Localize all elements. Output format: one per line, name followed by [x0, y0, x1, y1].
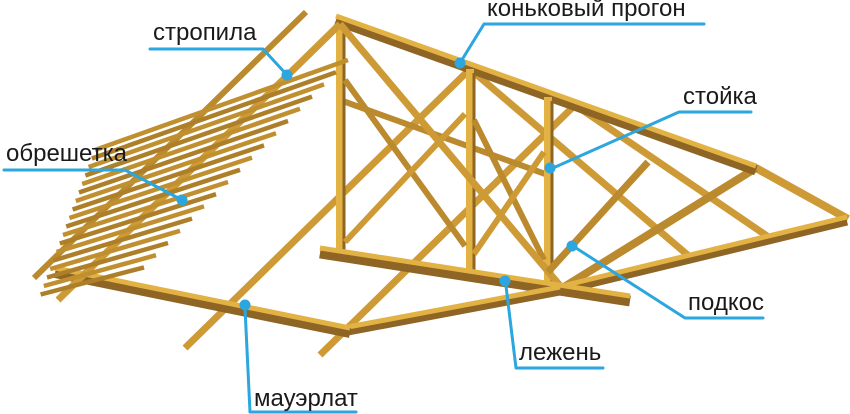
front-diagonal-rafter [337, 21, 565, 291]
front-bottom-plate-shade [347, 286, 561, 336]
leader-line [243, 306, 358, 414]
right-slope-rafter [573, 102, 772, 241]
callout-dot [176, 194, 188, 206]
callout-dot [239, 299, 251, 311]
callout-stropila: стропила [148, 19, 293, 81]
right-slope-group [467, 66, 850, 296]
lathing-slat [91, 70, 337, 161]
lathing-slat [62, 179, 229, 238]
lathing-slat [71, 143, 265, 212]
callout-podkos: подкос [566, 240, 765, 320]
front-bottom-plate [347, 284, 561, 330]
lathing-slat [55, 204, 205, 255]
lathing-slat [78, 118, 289, 195]
callouts: стропила коньковый прогон стойка обрешет… [2, 0, 765, 414]
ridge-purlin [335, 13, 757, 169]
strut-podkos [545, 159, 651, 275]
right-eave-beam-shade [556, 216, 849, 296]
wall-plate-shade [54, 268, 351, 338]
callout-dot [454, 57, 466, 69]
leader-line [148, 47, 289, 77]
right-slope-rafter [467, 66, 693, 260]
lathing-boards [40, 57, 349, 297]
callout-dot [566, 240, 578, 252]
sleeper-beam-shade [319, 247, 631, 307]
callout-dot [544, 162, 556, 174]
rear-left-rafters [182, 66, 578, 358]
truss-frames-group [319, 13, 758, 336]
rafter [182, 66, 473, 351]
lathing-slat [84, 94, 313, 178]
leader-line [574, 246, 765, 320]
leader-line [458, 22, 706, 65]
lathing-slat [65, 167, 241, 229]
gable-end-rafter [561, 164, 759, 291]
label-lezhen: лежень [519, 339, 601, 366]
callout-dot [281, 69, 293, 81]
lathing-slat [49, 228, 181, 272]
callout-mauerlat: мауэрлат [239, 299, 358, 414]
callout-lezhen: лежень [499, 275, 605, 370]
callout-konkovyy-progon: коньковый прогон [454, 0, 706, 69]
leader-line [551, 110, 753, 170]
cross-brace [471, 118, 547, 262]
leader-line [504, 284, 605, 370]
lathing-slat [75, 131, 277, 204]
lathing-slat [40, 265, 145, 297]
label-obreshetka: обрешетка [6, 140, 128, 167]
lathing-slat [87, 82, 325, 170]
gable-end-rafter [754, 164, 850, 223]
rafter [317, 102, 578, 358]
cross-brace [471, 150, 547, 256]
lathing-slat [94, 57, 349, 153]
label-mauerlat: мауэрлат [254, 385, 358, 412]
lathing-slat [59, 192, 217, 246]
label-konkovyy-progon: коньковый прогон [487, 0, 686, 22]
lathing-slat [52, 216, 193, 263]
label-podkos: подкос [688, 289, 764, 316]
cross-brace [342, 78, 468, 248]
cross-brace [342, 111, 468, 245]
right-eave-beam [557, 214, 848, 290]
lathing-slat [43, 253, 157, 289]
callout-dot [499, 275, 511, 287]
label-stoyka: стойка [683, 83, 758, 110]
callout-obreshetka: обрешетка [2, 140, 188, 206]
lathing-slat [46, 240, 169, 280]
ridge-purlin-shade [334, 14, 758, 176]
leader-line [2, 168, 184, 202]
callout-stoyka: стойка [544, 83, 758, 174]
label-stropila: стропила [153, 19, 257, 46]
sleeper-beam [319, 245, 631, 299]
